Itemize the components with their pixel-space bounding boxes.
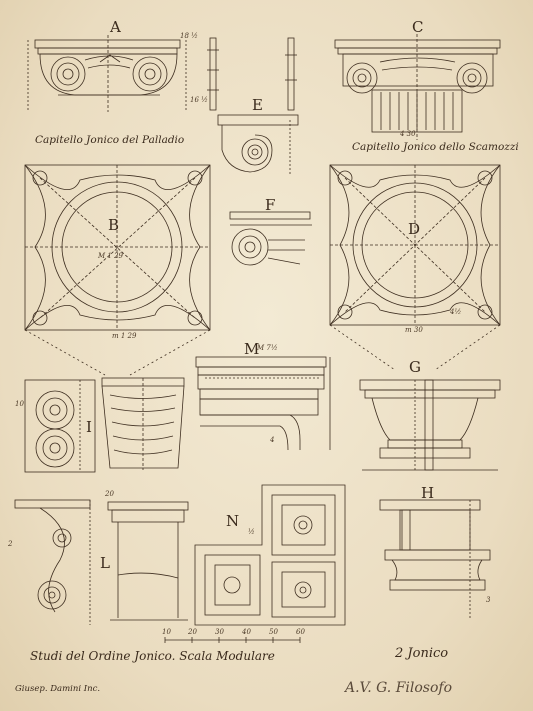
dim-a-side: 16 ½ [190,96,208,104]
scale-tick-40: 40 [242,628,251,636]
scale-tick-20: 20 [188,628,197,636]
label-c: C [412,18,424,36]
volute-i-side [24,379,96,473]
capital-d-plan [329,164,501,371]
label-n: N [226,512,240,530]
modular-scale-bar [164,637,301,643]
console-l-elevation [107,501,189,621]
dim-m-base: 4 [270,436,275,444]
capital-a-elevation [27,35,187,112]
scale-tick-60: 60 [296,628,305,636]
capital-b-plan [24,164,211,376]
dim-i-side: 10 [15,400,24,408]
engraver-credit: Giusep. Damini Inc. [15,684,101,694]
soffit-n-coffers [194,484,346,626]
label-l: L [100,554,111,572]
label-d: D [408,220,421,238]
scale-tick-10: 10 [162,628,171,636]
dim-h-top: 3 [486,596,491,604]
volute-e-profile [217,114,299,175]
capital-c-elevation [334,34,501,140]
volute-f-detail [229,211,312,266]
order-label: 2 Jonico [395,646,449,661]
label-b: B [108,216,120,234]
section-strip-a [207,37,297,111]
console-l-profile [14,499,91,625]
dim-d-side: 4½ [450,308,462,316]
dim-l-top: 20 [105,490,114,498]
label-f: F [265,196,276,214]
dim-b-mod: m 1 29 [112,332,137,340]
dim-b-radius: M 1 29 [98,252,123,260]
dim-a-top: 18 ½ [180,32,198,40]
capital-g-profile [359,379,501,471]
label-g: G [409,358,422,376]
scale-tick-30: 30 [215,628,224,636]
label-a: A [110,18,122,36]
label-e: E [252,96,264,114]
caption-scamozzi: Capitello Jonico dello Scamozzi [352,141,519,153]
label-h: H [421,484,435,502]
dim-l-side: 2 [8,540,13,548]
dim-c-base: 4 30 [400,130,416,138]
author-signature: A.V. G. Filosofo [345,680,453,696]
base-h-profile [379,499,491,620]
scale-tick-50: 50 [269,628,278,636]
dim-n-frac: ½ [248,528,255,536]
dim-d-mod: m 30 [405,326,423,334]
bolster-i-elevation [101,377,185,470]
label-m: M [244,340,260,358]
dim-m-head: M 7½ [257,344,278,352]
label-i: I [86,418,93,436]
plate-title: Studi del Ordine Jonico. Scala Modulare [30,649,275,663]
caption-palladio: Capitello Jonico del Palladio [35,134,185,146]
entablature-m [195,356,331,451]
